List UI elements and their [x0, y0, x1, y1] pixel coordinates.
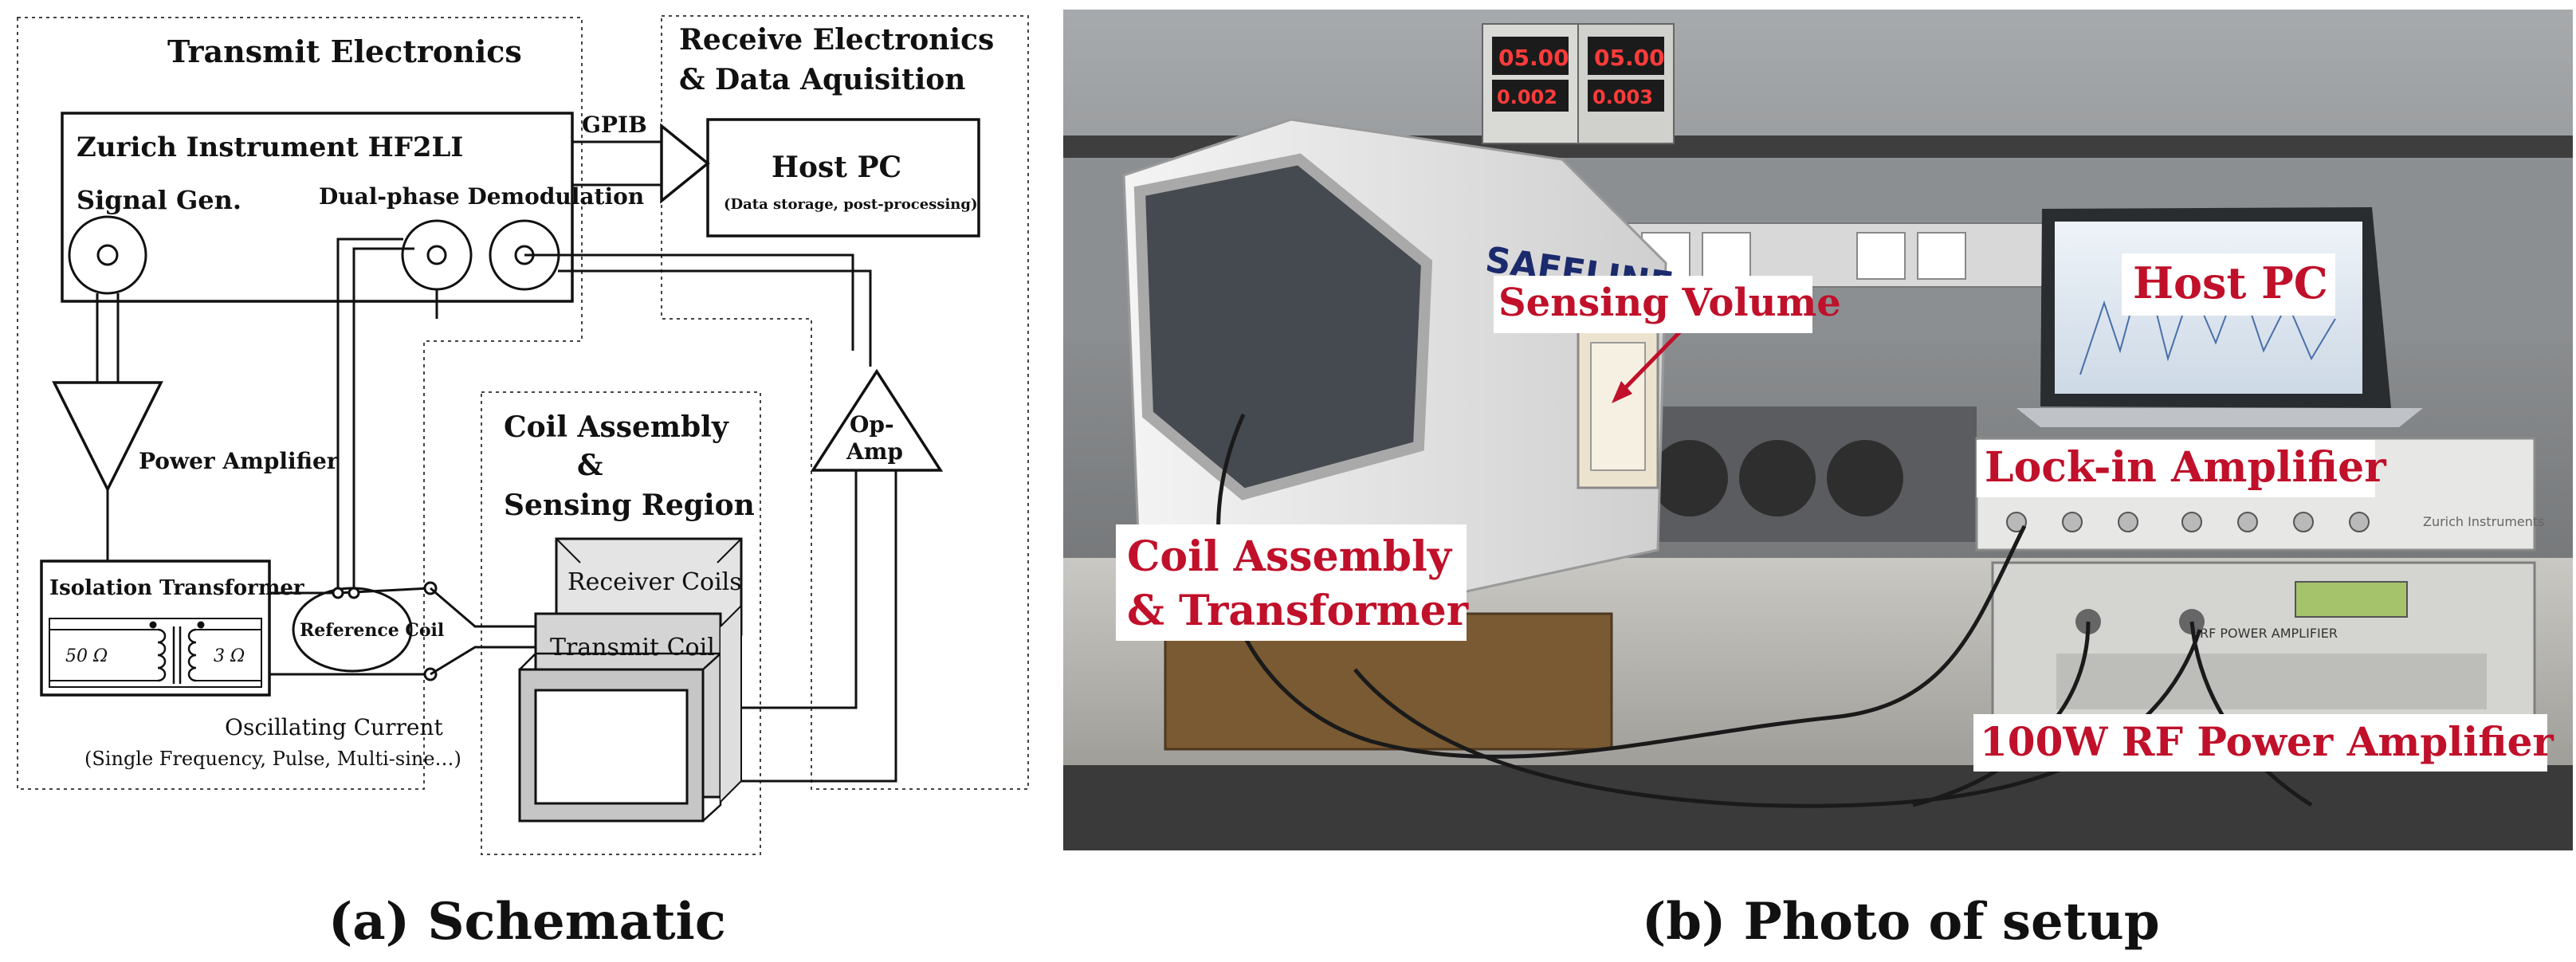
- reference-coil-label: Reference Coil: [300, 620, 444, 641]
- callout-coil-2: & Transformer: [1127, 587, 1469, 635]
- photo-callouts: Sensing Volume Host PC Lock-in Amplifier…: [1116, 253, 2554, 772]
- receive-electronics-region: [661, 15, 1029, 790]
- demod-input-1-connector: [401, 219, 473, 291]
- rf-power-amplifier-unit: RF POWER AMPLIFIER: [1991, 561, 2536, 724]
- callout-coil-1: Coil Assembly: [1127, 532, 1453, 581]
- bench-power-supplies: 05.00 0.002 05.00 0.003: [1482, 23, 1675, 144]
- sensing-volume-arrow: [1618, 327, 1685, 395]
- coil-assembly-title-1: Coil Assembly: [504, 410, 729, 444]
- metal-detector-housing: SAFELINE: [1122, 118, 1675, 655]
- oscillating-current-label: Oscillating Current: [225, 714, 443, 740]
- gpib-link: [572, 140, 662, 187]
- receiver-coils-label: Receiver Coils: [567, 568, 742, 596]
- callout-sensing-volume: Sensing Volume: [1498, 281, 1841, 325]
- demodulation-label: Dual-phase Demodulation: [319, 183, 644, 210]
- schematic-panel: [17, 15, 1029, 855]
- instrument-name: Zurich Instrument HF2LI: [77, 132, 463, 163]
- schematic-labels: Transmit Electronics Receive Electronics…: [49, 23, 994, 770]
- hf2li-box: [61, 112, 574, 303]
- gpib-label: GPIB: [582, 112, 647, 138]
- oscillating-current-note: (Single Frequency, Pulse, Multi-sine…): [84, 748, 461, 770]
- psu-readout-1b: 0.002: [1497, 86, 1557, 108]
- host-pc-box: [706, 118, 980, 238]
- signal-gen-label: Signal Gen.: [77, 185, 242, 215]
- transmit-electronics-title: Transmit Electronics: [167, 33, 522, 69]
- op-amp-label-2: Amp: [846, 438, 903, 465]
- impedance-primary: 50 Ω: [65, 646, 108, 666]
- gpib-arrow: [660, 123, 710, 204]
- zurich-brand: Zurich Instruments: [2423, 514, 2545, 529]
- psu-readout-1a: 05.00: [1498, 45, 1569, 71]
- sensing-window: [534, 689, 689, 805]
- caption-b: (b) Photo of setup: [1642, 892, 2160, 952]
- host-pc-label: Host PC: [772, 151, 901, 184]
- power-amplifier-symbol: [52, 381, 163, 493]
- psu-readout-2a: 05.00: [1594, 45, 1665, 71]
- receive-electronics-title-1: Receive Electronics: [679, 23, 994, 57]
- op-amp-label-1: Op-: [850, 411, 894, 438]
- impedance-secondary: 3 Ω: [214, 646, 245, 666]
- coil-assembly-title-3: Sensing Region: [504, 489, 755, 522]
- coil-assembly-region: [481, 391, 761, 855]
- rf-amp-panel-text: RF POWER AMPLIFIER: [2200, 626, 2338, 641]
- isolation-transformer-box: [40, 560, 271, 697]
- callout-rf-amp: 100W RF Power Amplifier: [1980, 718, 2554, 765]
- callout-lockin: Lock-in Amplifier: [1985, 443, 2386, 492]
- receive-electronics-title-2: & Data Aquisition: [679, 63, 965, 96]
- transformer-secondary-coil: [187, 628, 197, 682]
- photo-panel: 05.00 0.002 05.00 0.003 SAFELINE: [1063, 10, 2573, 850]
- power-amplifier-label: Power Amplifier: [139, 448, 340, 474]
- host-pc-note: (Data storage, post-processing): [724, 196, 978, 213]
- isolation-transformer-label: Isolation Transformer: [49, 576, 304, 600]
- transmit-coil-label: Transmit Coil: [550, 634, 715, 662]
- transformer-primary-coil: [157, 628, 167, 682]
- coil-assembly-title-2: &: [577, 449, 603, 482]
- callout-host-pc: Host PC: [2133, 257, 2328, 308]
- caption-a: (a) Schematic: [328, 892, 726, 952]
- psu-readout-2b: 0.003: [1592, 86, 1653, 108]
- op-amp-symbol: [810, 368, 944, 472]
- host-pc-laptop: [2016, 207, 2423, 427]
- signal-gen-connector: [68, 215, 147, 295]
